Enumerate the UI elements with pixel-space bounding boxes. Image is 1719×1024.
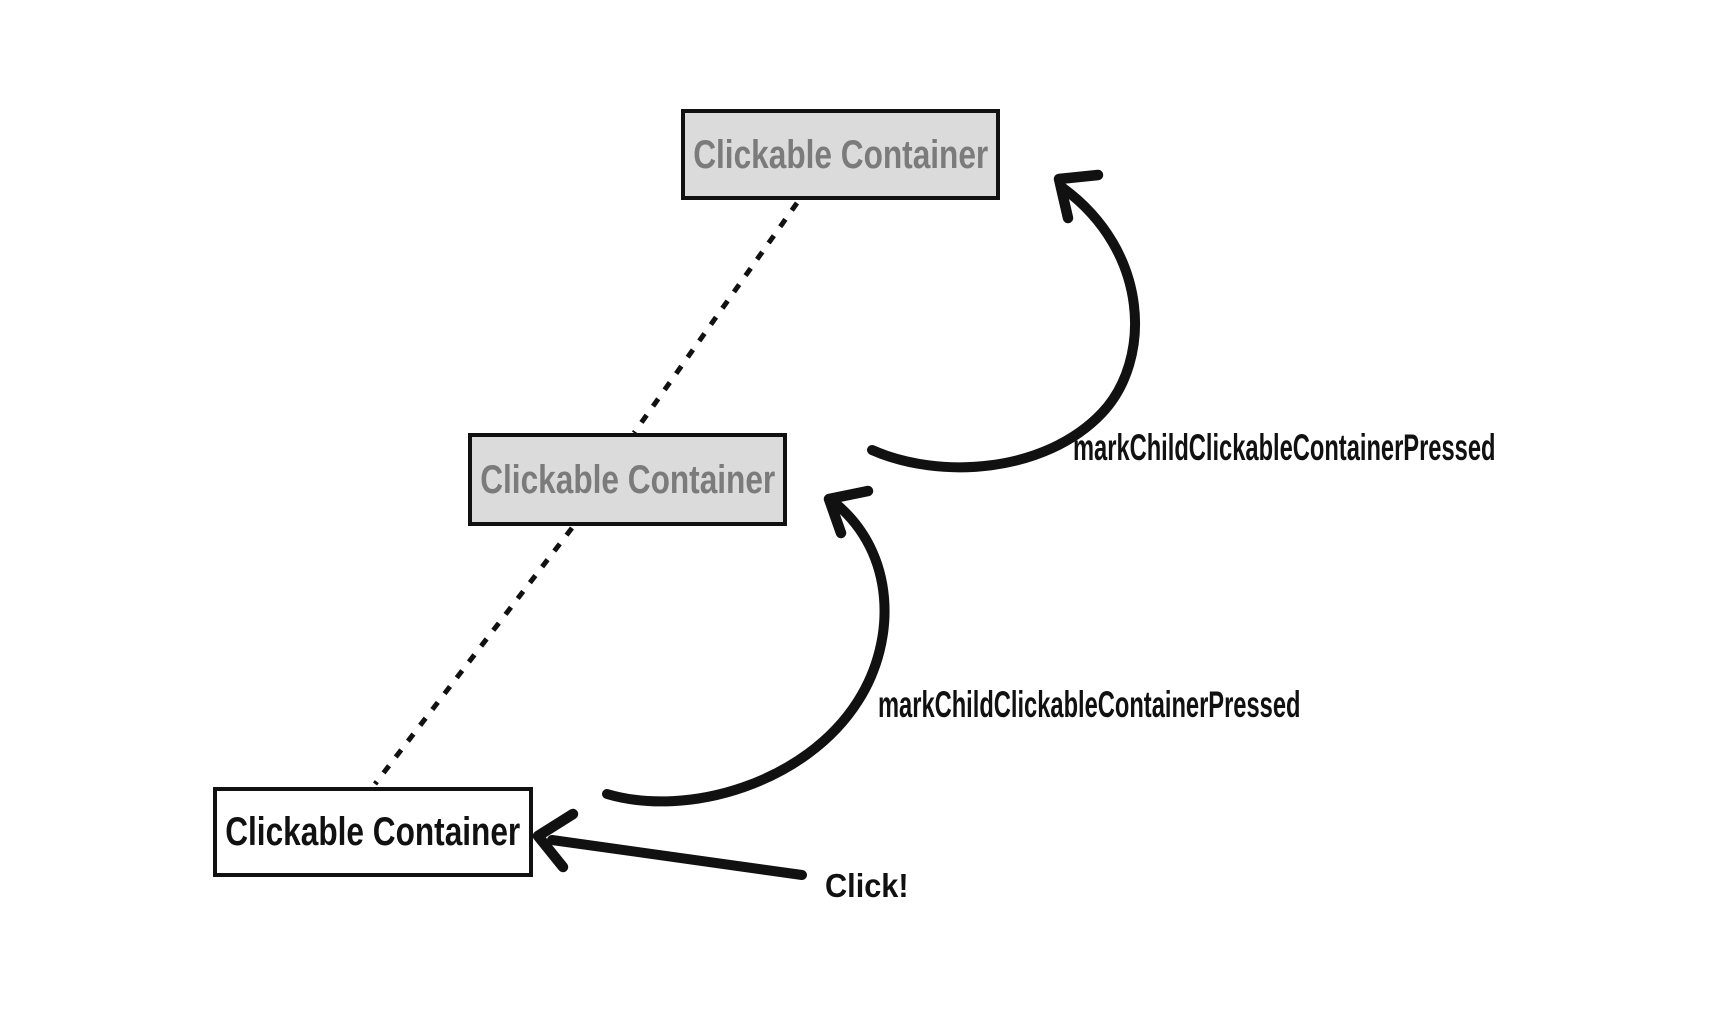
- callback-arrow-lower: [602, 485, 890, 807]
- clickable-container-label: Clickable Container: [225, 810, 521, 854]
- clickable-container-label: Clickable Container: [479, 457, 776, 502]
- callback-arrow-upper: [867, 169, 1141, 473]
- callback-arrow-upper-shaft: [867, 183, 1141, 473]
- clickable-container-box-parent: Clickable Container: [468, 433, 787, 526]
- dashed-link-parent-child: [373, 526, 574, 786]
- arrowhead-left-icon: [532, 808, 579, 873]
- arrowhead-up-left-icon: [1053, 169, 1104, 224]
- callback-label-upper: markChildClickableContainerPressed: [1073, 427, 1496, 468]
- clickable-container-box-child: Clickable Container: [213, 787, 533, 877]
- callback-label-lower: markChildClickableContainerPressed: [878, 684, 1301, 725]
- dashed-link-grandparent-parent: [631, 201, 800, 435]
- callback-arrow-lower-shaft: [602, 498, 890, 807]
- click-label: Click!: [825, 867, 909, 904]
- click-arrow: [532, 808, 807, 880]
- clickable-container-label: Clickable Container: [692, 132, 989, 177]
- clickable-container-box-grandparent: Clickable Container: [681, 109, 1000, 200]
- arrowhead-up-left-icon: [823, 485, 874, 539]
- click-arrow-shaft: [547, 835, 807, 880]
